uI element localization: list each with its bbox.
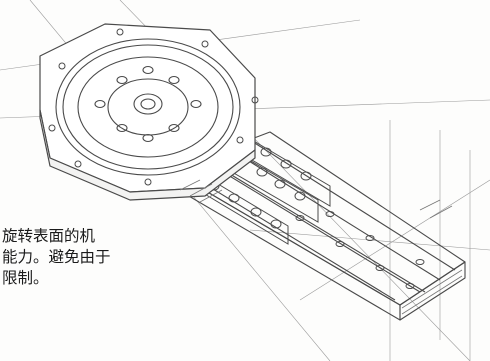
caption-line-2: 能力。避免由于 bbox=[2, 248, 111, 266]
caption-line-3: 限制。 bbox=[2, 269, 49, 287]
turntable-corner-holes bbox=[48, 28, 259, 186]
turntable-rotating-disc bbox=[55, 38, 241, 176]
shading-hatch bbox=[179, 179, 463, 315]
caption-line-1: 旋转表面的机 bbox=[2, 227, 96, 245]
caption-text: 旋转表面的机 能力。避免由于 限制。 bbox=[0, 226, 180, 289]
turntable-base-plate bbox=[39, 23, 256, 201]
rail-mounting-holes bbox=[295, 211, 425, 289]
